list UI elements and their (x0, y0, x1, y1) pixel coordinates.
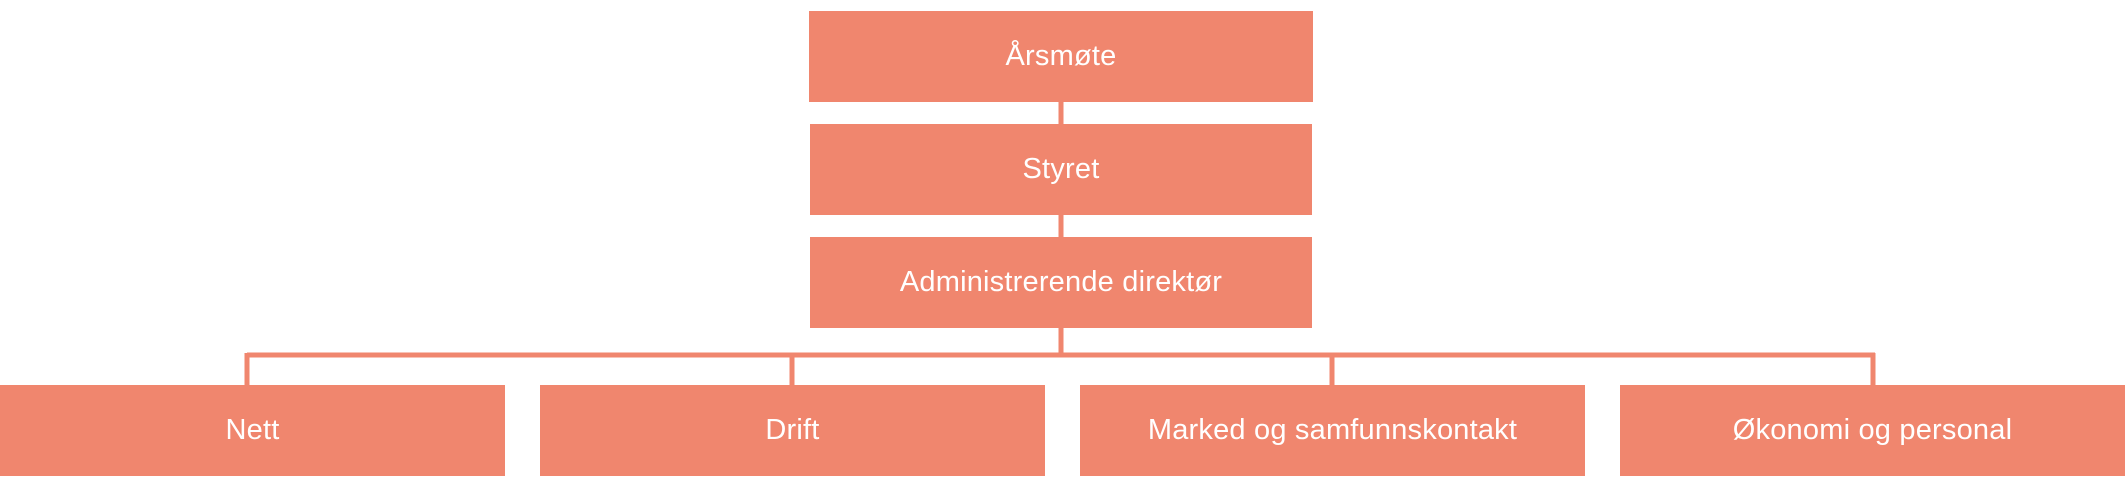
node-drift-label: Drift (765, 414, 820, 446)
node-arsmote-label: Årsmøte (1005, 40, 1117, 72)
node-marked-og-samfunnskontakt: Marked og samfunnskontakt (1080, 385, 1585, 476)
node-nett: Nett (0, 385, 505, 476)
node-administrerende-direktor: Administrerende direktør (810, 237, 1312, 328)
node-styret-label: Styret (1022, 153, 1100, 185)
node-okonomi-og-personal: Økonomi og personal (1620, 385, 2125, 476)
node-drift: Drift (540, 385, 1045, 476)
node-administrerende-direktor-label: Administrerende direktør (899, 266, 1223, 298)
node-okonomi-og-personal-label: Økonomi og personal (1732, 414, 2013, 446)
node-marked-og-samfunnskontakt-label: Marked og samfunnskontakt (1147, 414, 1518, 446)
node-arsmote: Årsmøte (809, 11, 1313, 102)
node-nett-label: Nett (225, 414, 280, 446)
node-styret: Styret (810, 124, 1312, 215)
